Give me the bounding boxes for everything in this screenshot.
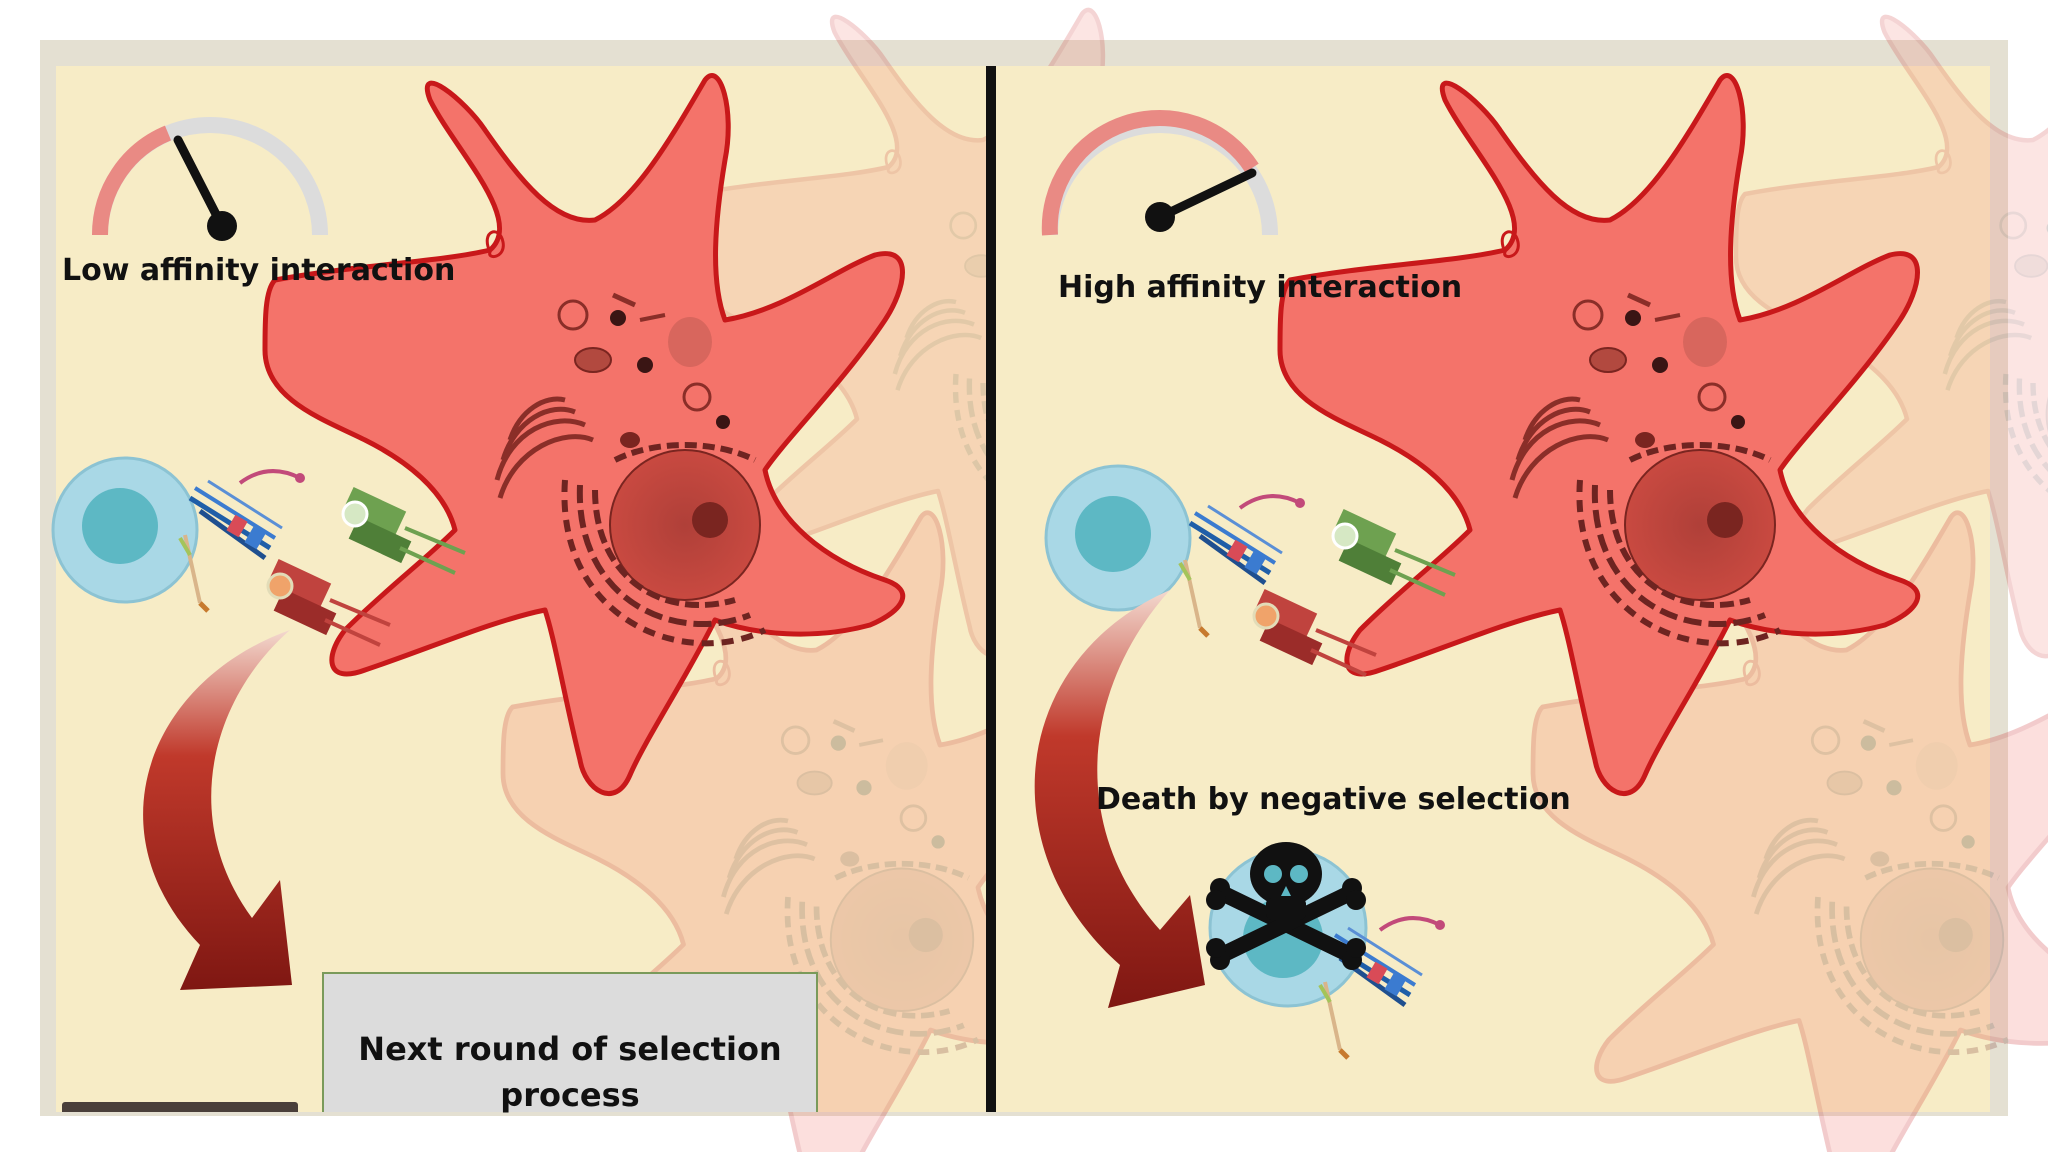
panel-divider [986,66,996,1112]
negative-selection-label: Death by negative selection [1096,782,1571,817]
right-panel [996,10,2048,1152]
video-progress-bar[interactable] [62,1102,298,1112]
t-cell-left [51,456,199,604]
low-affinity-label: Low affinity interaction [62,253,456,288]
left-panel [51,10,1260,1152]
high-affinity-label: High affinity interaction [1058,270,1463,305]
arrow-right [1034,590,1205,1008]
next-round-box: Next round of selection process [322,972,818,1114]
next-round-text: Next round of selection process [358,1030,782,1114]
arrow-left [143,630,292,990]
affinity-gauge-low [91,117,328,241]
affinity-gauge-high [1041,109,1278,236]
skull-crossbones-icon [1206,842,1366,970]
t-cell-right [1044,464,1192,612]
